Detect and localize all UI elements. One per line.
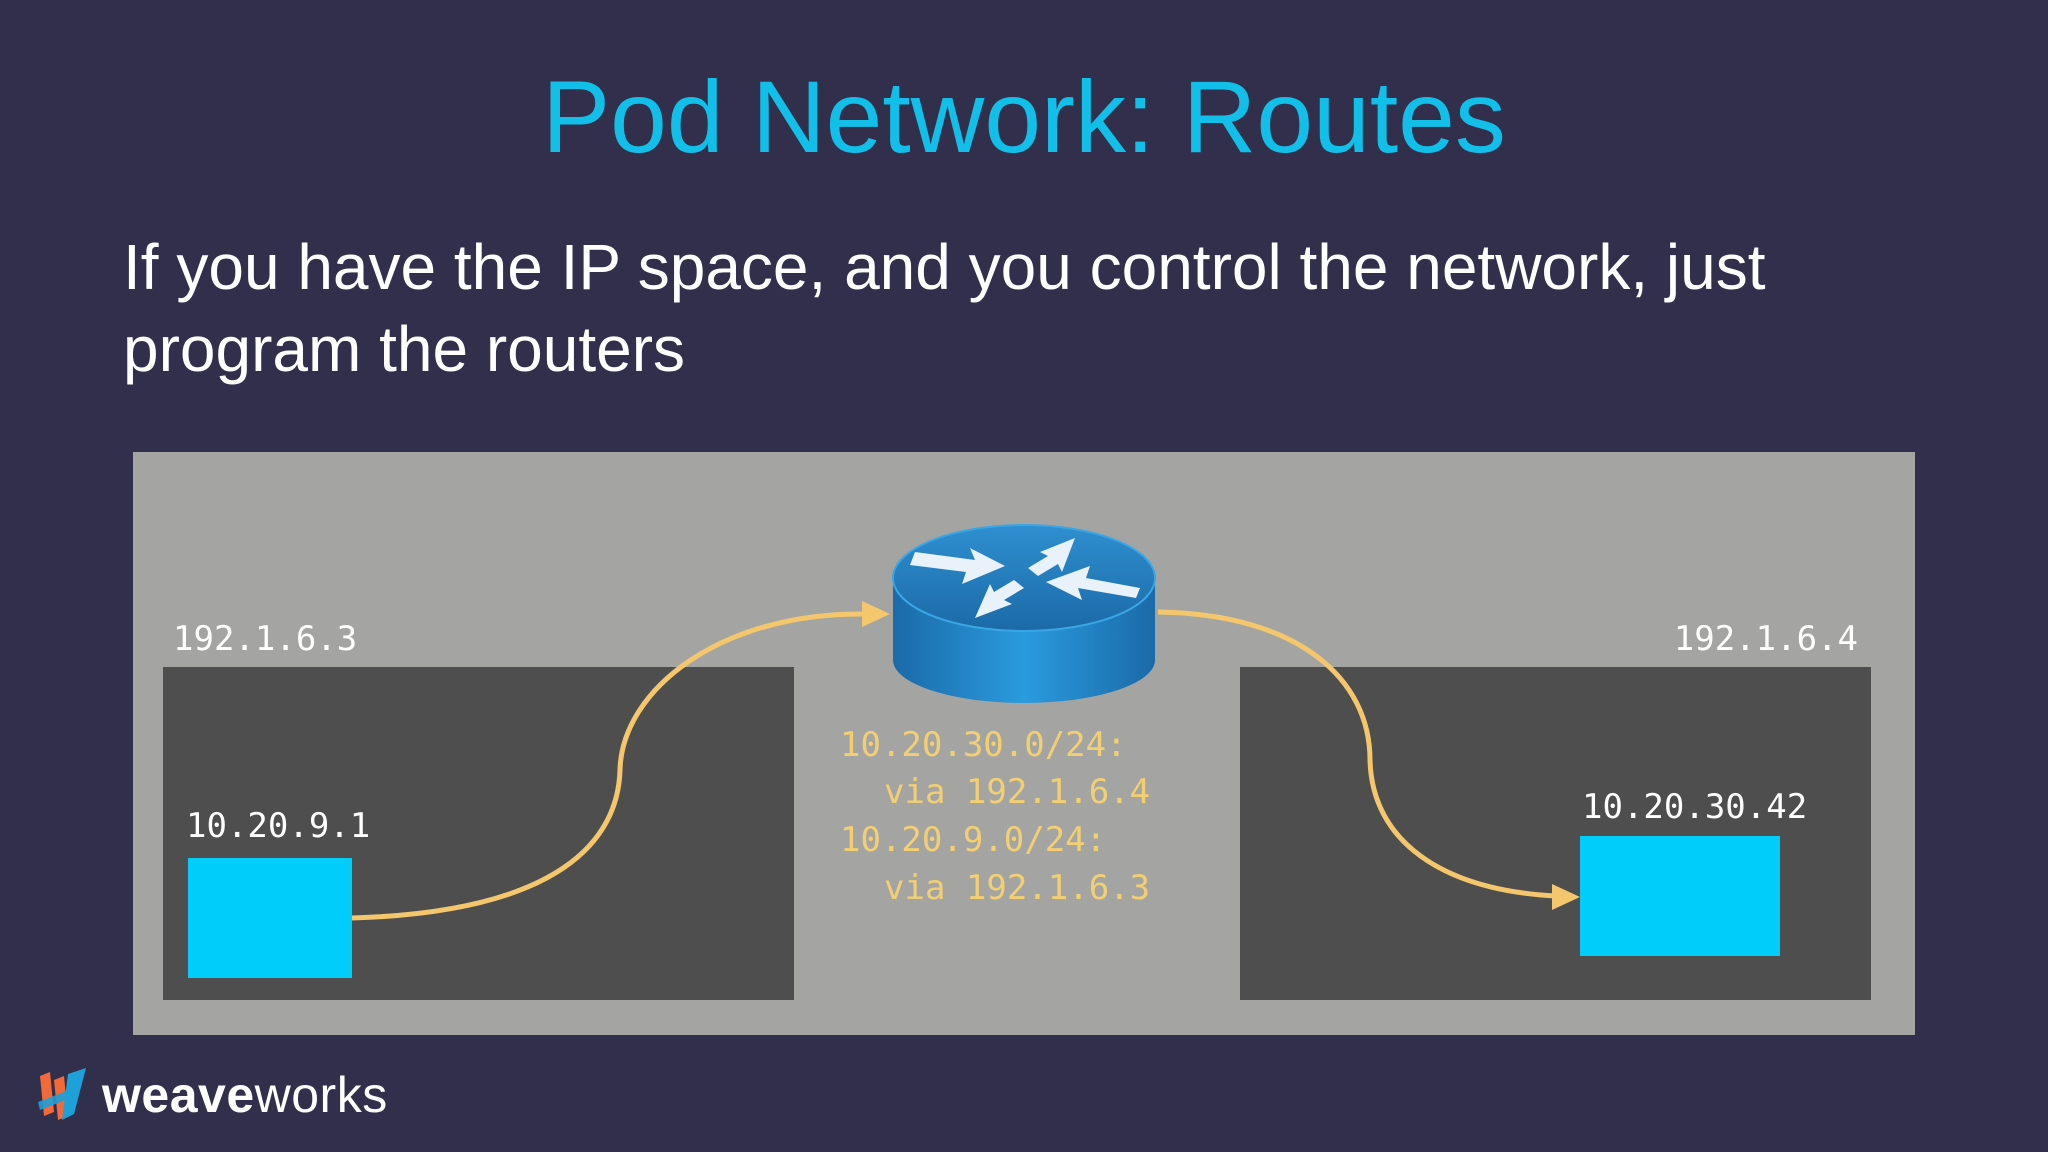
route-2-via: via 192.1.6.3 xyxy=(884,868,1150,908)
router-icon[interactable] xyxy=(892,524,1156,703)
left-host-ip: 192.1.6.3 xyxy=(173,619,357,659)
route-arrow-left xyxy=(351,601,890,921)
right-pod-ip: 10.20.30.42 xyxy=(1582,787,1807,827)
route-arrow-right xyxy=(1157,609,1580,910)
brand-logo: weaveworks xyxy=(34,1062,388,1128)
brand-name-bold: weave xyxy=(102,1067,255,1123)
slide-title: Pod Network: Routes xyxy=(542,60,1506,174)
route-1-destination: 10.20.30.0/24: xyxy=(840,725,1127,765)
route-table: 10.20.30.0/24: via 192.1.6.4 10.20.9.0/2… xyxy=(840,725,1150,908)
right-pod[interactable] xyxy=(1580,836,1780,956)
left-pod[interactable] xyxy=(188,858,352,978)
weaveworks-logo-icon xyxy=(38,1068,86,1120)
right-host-ip: 192.1.6.4 xyxy=(1674,619,1858,659)
brand-name-light: works xyxy=(254,1067,388,1123)
slide-subtitle: If you have the IP space, and you contro… xyxy=(123,231,1766,385)
left-pod-ip: 10.20.9.1 xyxy=(186,806,370,846)
route-1-via: via 192.1.6.4 xyxy=(884,772,1150,812)
route-2-destination: 10.20.9.0/24: xyxy=(840,820,1106,860)
